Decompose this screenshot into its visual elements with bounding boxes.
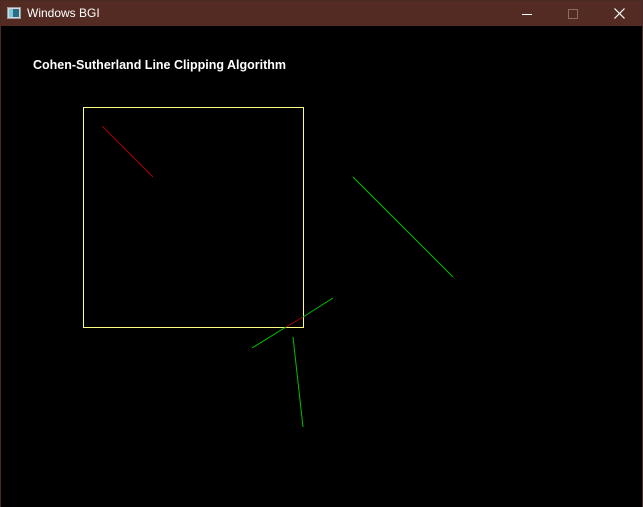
maximize-button[interactable]	[550, 1, 596, 26]
close-button[interactable]	[596, 1, 642, 26]
drawing-surface	[83, 107, 454, 428]
partial-line-right-segment	[302, 297, 334, 318]
partial-line-visible-segment	[285, 316, 304, 328]
window-title: Windows BGI	[27, 6, 100, 20]
partial-line-left-segment	[251, 326, 287, 349]
title-bar[interactable]: Windows BGI	[1, 1, 642, 26]
clipping-window	[83, 107, 304, 328]
graphics-canvas: Cohen-Sutherland Line Clipping Algorithm	[1, 26, 642, 507]
minimize-icon	[522, 13, 532, 15]
close-icon	[613, 8, 625, 19]
app-icon	[7, 7, 21, 19]
canvas-title: Cohen-Sutherland Line Clipping Algorithm	[33, 58, 286, 72]
minimize-button[interactable]	[504, 1, 550, 26]
rejected-line-bottom	[292, 336, 304, 428]
rejected-line-right	[352, 176, 454, 278]
clipped-line-inside	[101, 125, 154, 178]
maximize-icon	[568, 8, 578, 19]
